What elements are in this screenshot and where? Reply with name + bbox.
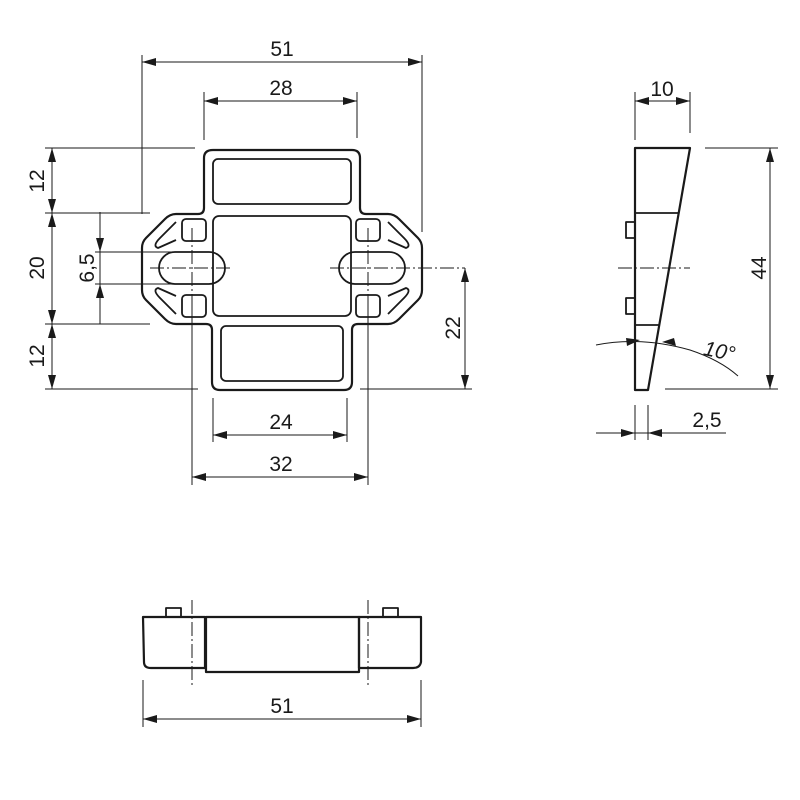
dim-hole-spacing: 32 [269, 453, 292, 476]
right-rib-top [387, 221, 410, 249]
bottom-view-left-block [141, 615, 207, 670]
dim-upper-width: 28 [269, 77, 292, 100]
dim-left-upper-height: 12 [26, 169, 49, 192]
angle-arc [595, 340, 739, 377]
side-view-tab-upper [625, 221, 636, 239]
dim-bottom-width: 51 [270, 695, 293, 718]
dim-left-lower-height: 12 [26, 344, 49, 367]
front-view-outline [140, 148, 424, 392]
left-slot-hole [158, 251, 226, 285]
bottom-view-center-block [204, 615, 361, 674]
side-view-outline [633, 146, 692, 392]
dim-side-height: 44 [748, 256, 771, 280]
dim-slot-height: 6,5 [76, 253, 99, 282]
left-pocket-top [181, 218, 207, 242]
dim-right-height: 22 [442, 316, 465, 339]
front-view-dimensions: 51 28 12 20 12 6,5 22 [26, 38, 472, 485]
dim-top-width: 51 [270, 38, 293, 61]
left-rib-bottom [154, 287, 177, 315]
bottom-pocket [220, 325, 344, 382]
side-view [618, 146, 692, 392]
dim-left-middle-height: 20 [26, 256, 49, 279]
dim-side-top-width: 10 [650, 78, 673, 101]
side-view-tab-lower [625, 297, 636, 315]
bottom-view [141, 600, 423, 685]
dim-side-angle: 10° [701, 337, 737, 366]
top-pocket [212, 158, 352, 205]
bottom-view-right-block [357, 615, 423, 670]
dim-lower-width: 24 [269, 411, 293, 434]
bottom-view-tab-right [382, 607, 399, 618]
front-view [140, 148, 465, 392]
bottom-view-tab-left [165, 607, 182, 618]
left-rib-top [154, 221, 177, 249]
left-pocket-bottom [181, 294, 207, 318]
side-view-dimensions: 10 44 10° 2,5 [595, 78, 778, 440]
center-pocket [212, 215, 352, 317]
right-rib-bottom [387, 287, 410, 315]
dim-side-bottom-width: 2,5 [692, 409, 721, 432]
right-slot-hole [338, 251, 406, 285]
bottom-view-dimensions: 51 [142, 680, 422, 727]
